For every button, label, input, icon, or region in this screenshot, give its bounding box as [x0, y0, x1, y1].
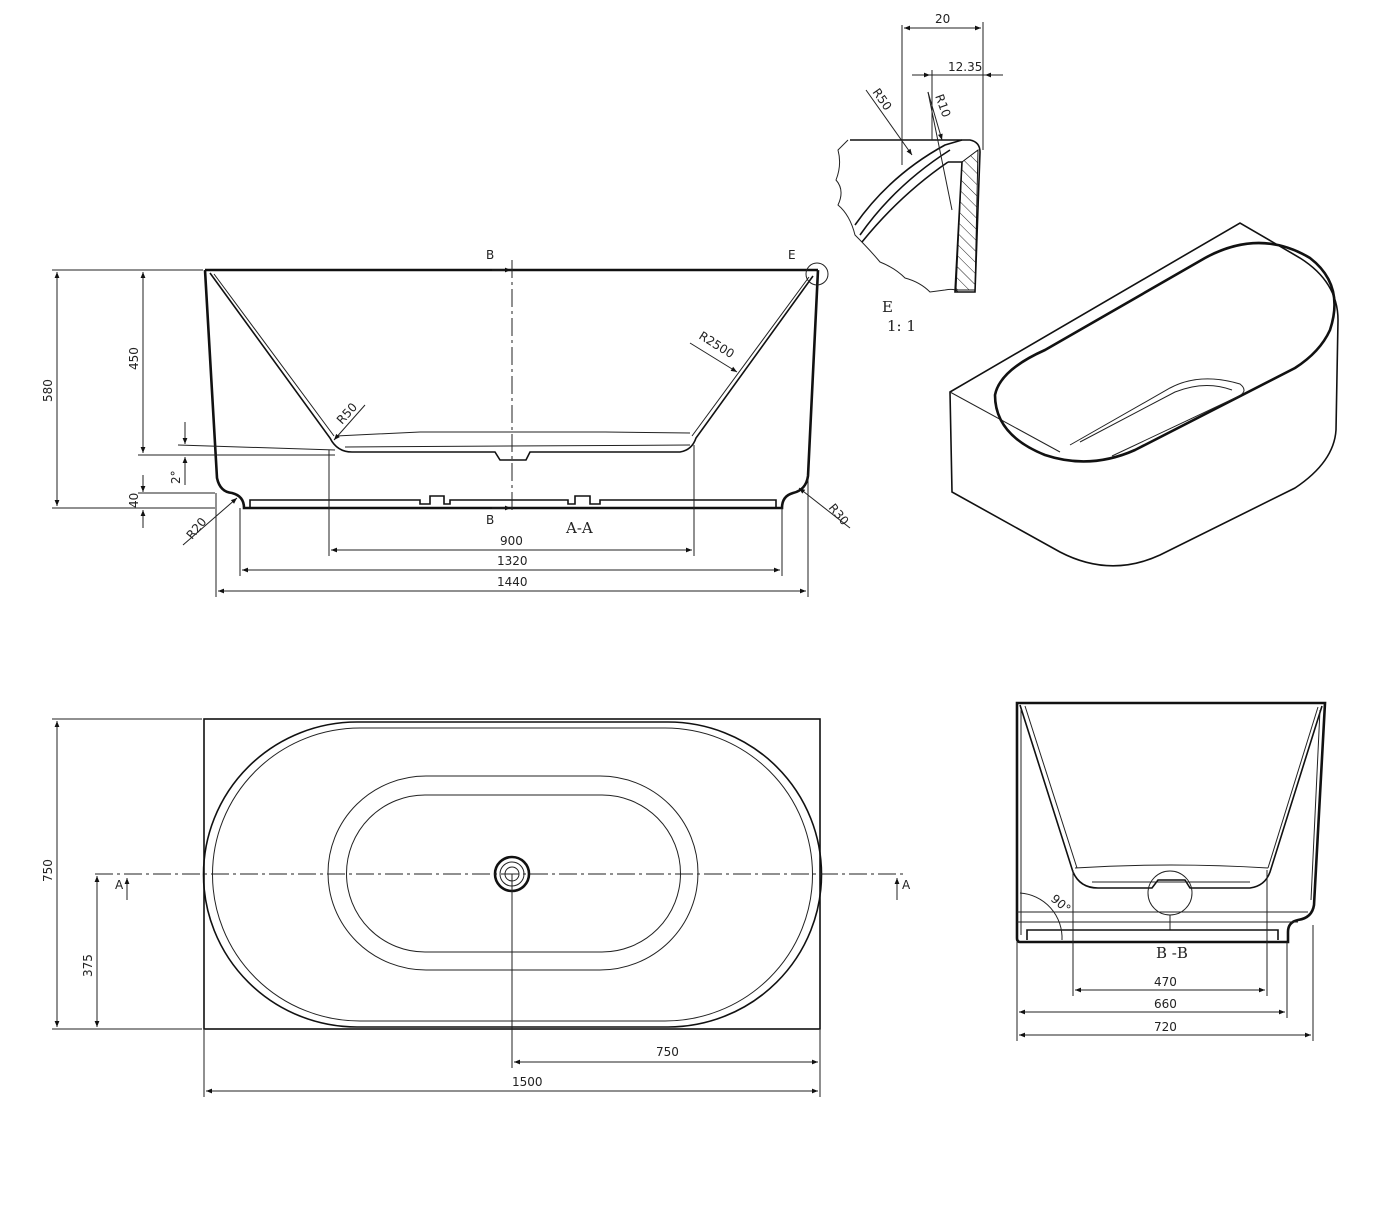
dim-580-label: 580 — [41, 379, 55, 402]
cut-label-b-top: B — [486, 248, 494, 262]
bowl-bottom — [1069, 378, 1245, 457]
radius-r10: R10 — [932, 92, 953, 119]
dim-1320-label: 1320 — [497, 554, 528, 568]
detail-e-title: E — [882, 298, 893, 316]
dim-40-label: 40 — [127, 493, 141, 508]
inner-bowl — [209, 272, 814, 461]
dim-750-horizontal-label: 750 — [656, 1045, 679, 1059]
isometric-view — [949, 222, 1339, 567]
dim-750-vertical-label: 750 — [41, 859, 55, 882]
floor-line — [335, 431, 691, 437]
leader-r2500 — [689, 342, 738, 373]
section-a-a: B B E A-A 580 450 40 2° 900 1320 1440 R5… — [41, 248, 852, 597]
dim-375-label: 375 — [81, 954, 95, 977]
rim-outline — [202, 721, 823, 1028]
rim-inner-curve — [854, 139, 963, 243]
radius-r20: R20 — [184, 515, 210, 542]
outer-shell — [1015, 701, 1327, 944]
base-plinth — [1026, 929, 1279, 940]
dim-1440-label: 1440 — [497, 575, 528, 589]
inner-bowl-offset — [213, 273, 810, 437]
section-b-b: 90° B -B 470 660 720 — [1015, 701, 1327, 1041]
bowl-bottom-inner — [1079, 385, 1233, 443]
detail-e-scale: 1: 1 — [887, 317, 916, 335]
dim-720-label: 720 — [1154, 1020, 1177, 1034]
dim-450-label: 450 — [127, 347, 141, 370]
rim-outline-inner — [211, 727, 814, 1022]
dim-1500-label: 1500 — [512, 1075, 543, 1089]
section-marker-right: A — [902, 878, 911, 892]
hatched-wall — [955, 148, 979, 291]
dim-12-35-label: 12.35 — [948, 60, 982, 74]
radius-r2500: R2500 — [696, 329, 736, 361]
dim-470-label: 470 — [1154, 975, 1177, 989]
detail-e: 20 12.35 R50 R10 E 1: 1 — [835, 12, 1003, 335]
leader-r50 — [333, 404, 366, 441]
radius-r50-detail: R50 — [870, 86, 895, 113]
section-title: A-A — [565, 519, 593, 537]
dim-900-label: 900 — [500, 534, 523, 548]
base-plinth — [249, 495, 777, 508]
rim-oval — [993, 241, 1336, 463]
leader-r50-detail — [865, 89, 913, 156]
leader-r10 — [927, 91, 953, 211]
bowl-outline — [327, 775, 699, 971]
radius-r50: R50 — [334, 400, 360, 427]
plan-view: A A 750 375 750 1500 — [41, 718, 911, 1097]
detail-e-circle — [805, 262, 829, 286]
bowl-floor — [346, 794, 681, 953]
detail-ref-e: E — [788, 248, 796, 262]
section-marker-left: A — [115, 878, 124, 892]
outer-body — [949, 222, 1339, 567]
front-top-edge — [949, 391, 1061, 453]
break-outline — [835, 139, 959, 293]
cut-label-b-bottom: B — [486, 513, 494, 527]
leader-r30 — [798, 487, 851, 529]
radius-r30: R30 — [826, 501, 852, 528]
dim-660-label: 660 — [1154, 997, 1177, 1011]
rim-top — [850, 139, 981, 293]
inner-bowl — [1019, 704, 1323, 889]
floor-line-lower — [344, 444, 691, 448]
leader-r20 — [182, 497, 238, 546]
dim-2deg-label: 2° — [169, 470, 183, 484]
angle-90-arc — [1019, 892, 1063, 941]
section-title: B -B — [1156, 944, 1188, 962]
detail-circle — [1147, 870, 1193, 916]
dim-20-label: 20 — [935, 12, 950, 26]
